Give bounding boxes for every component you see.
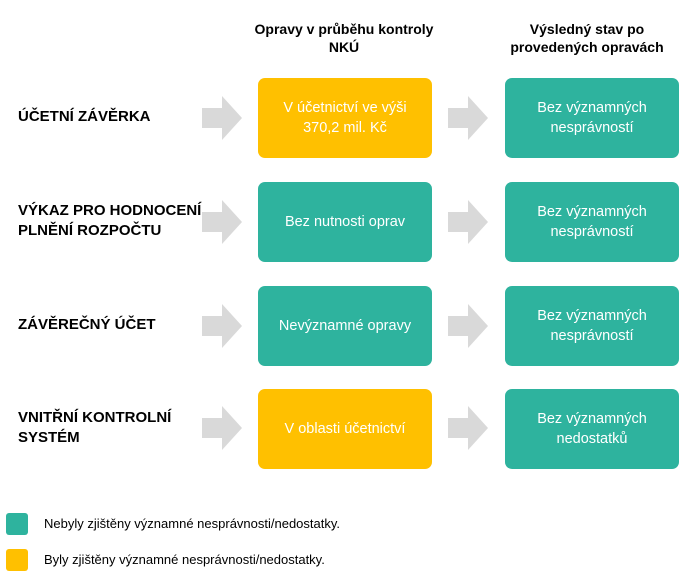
arrow-right-icon xyxy=(448,96,488,140)
row-label-vykaz-rozpoctu: VÝKAZ PRO HODNOCENÍ PLNĚNÍ ROZPOČTU xyxy=(18,202,202,239)
correction-box-vykaz-rozpoctu: Bez nutnosti oprav xyxy=(258,182,432,262)
result-box-vykaz-rozpoctu: Bez významných nesprávností xyxy=(505,182,679,262)
row-label-zaverecny-ucet: ZÁVĚREČNÝ ÚČET xyxy=(18,316,156,333)
arrow-right-icon xyxy=(202,200,242,244)
correction-box-ucetni-zaverka: V účetnictví ve výši 370,2 mil. Kč xyxy=(258,78,432,158)
result-box-zaverecny-ucet: Bez významných nesprávností xyxy=(505,286,679,366)
arrow-right-icon xyxy=(202,304,242,348)
result-box-ucetni-zaverka: Bez významných nesprávností xyxy=(505,78,679,158)
result-box-vnitrni-kontrolni-system: Bez významných nedostatků xyxy=(505,389,679,469)
legend-swatch-yellow xyxy=(6,549,28,571)
legend-text-green: Nebyly zjištěny významné nesprávnosti/ne… xyxy=(44,516,341,531)
header-corrections: Opravy v průběhu kontroly NKÚ xyxy=(254,21,434,55)
header-final-state: Výsledný stav po provedených opravách xyxy=(510,21,664,55)
correction-box-zaverecny-ucet: Nevýznamné opravy xyxy=(258,286,432,366)
arrow-right-icon xyxy=(202,96,242,140)
row-label-ucetni-zaverka: ÚČETNÍ ZÁVĚRKA xyxy=(18,108,151,125)
arrow-right-icon xyxy=(448,200,488,244)
arrow-right-icon xyxy=(448,304,488,348)
legend-swatch-green xyxy=(6,513,28,535)
row-label-vnitrni-kontrolni-system: VNITŘNÍ KONTROLNÍ SYSTÉM xyxy=(18,409,172,446)
arrow-right-icon xyxy=(448,406,488,450)
arrow-right-icon xyxy=(202,406,242,450)
legend-text-yellow: Byly zjištěny významné nesprávnosti/nedo… xyxy=(44,552,325,567)
correction-box-vnitrni-kontrolni-system: V oblasti účetnictví xyxy=(258,389,432,469)
